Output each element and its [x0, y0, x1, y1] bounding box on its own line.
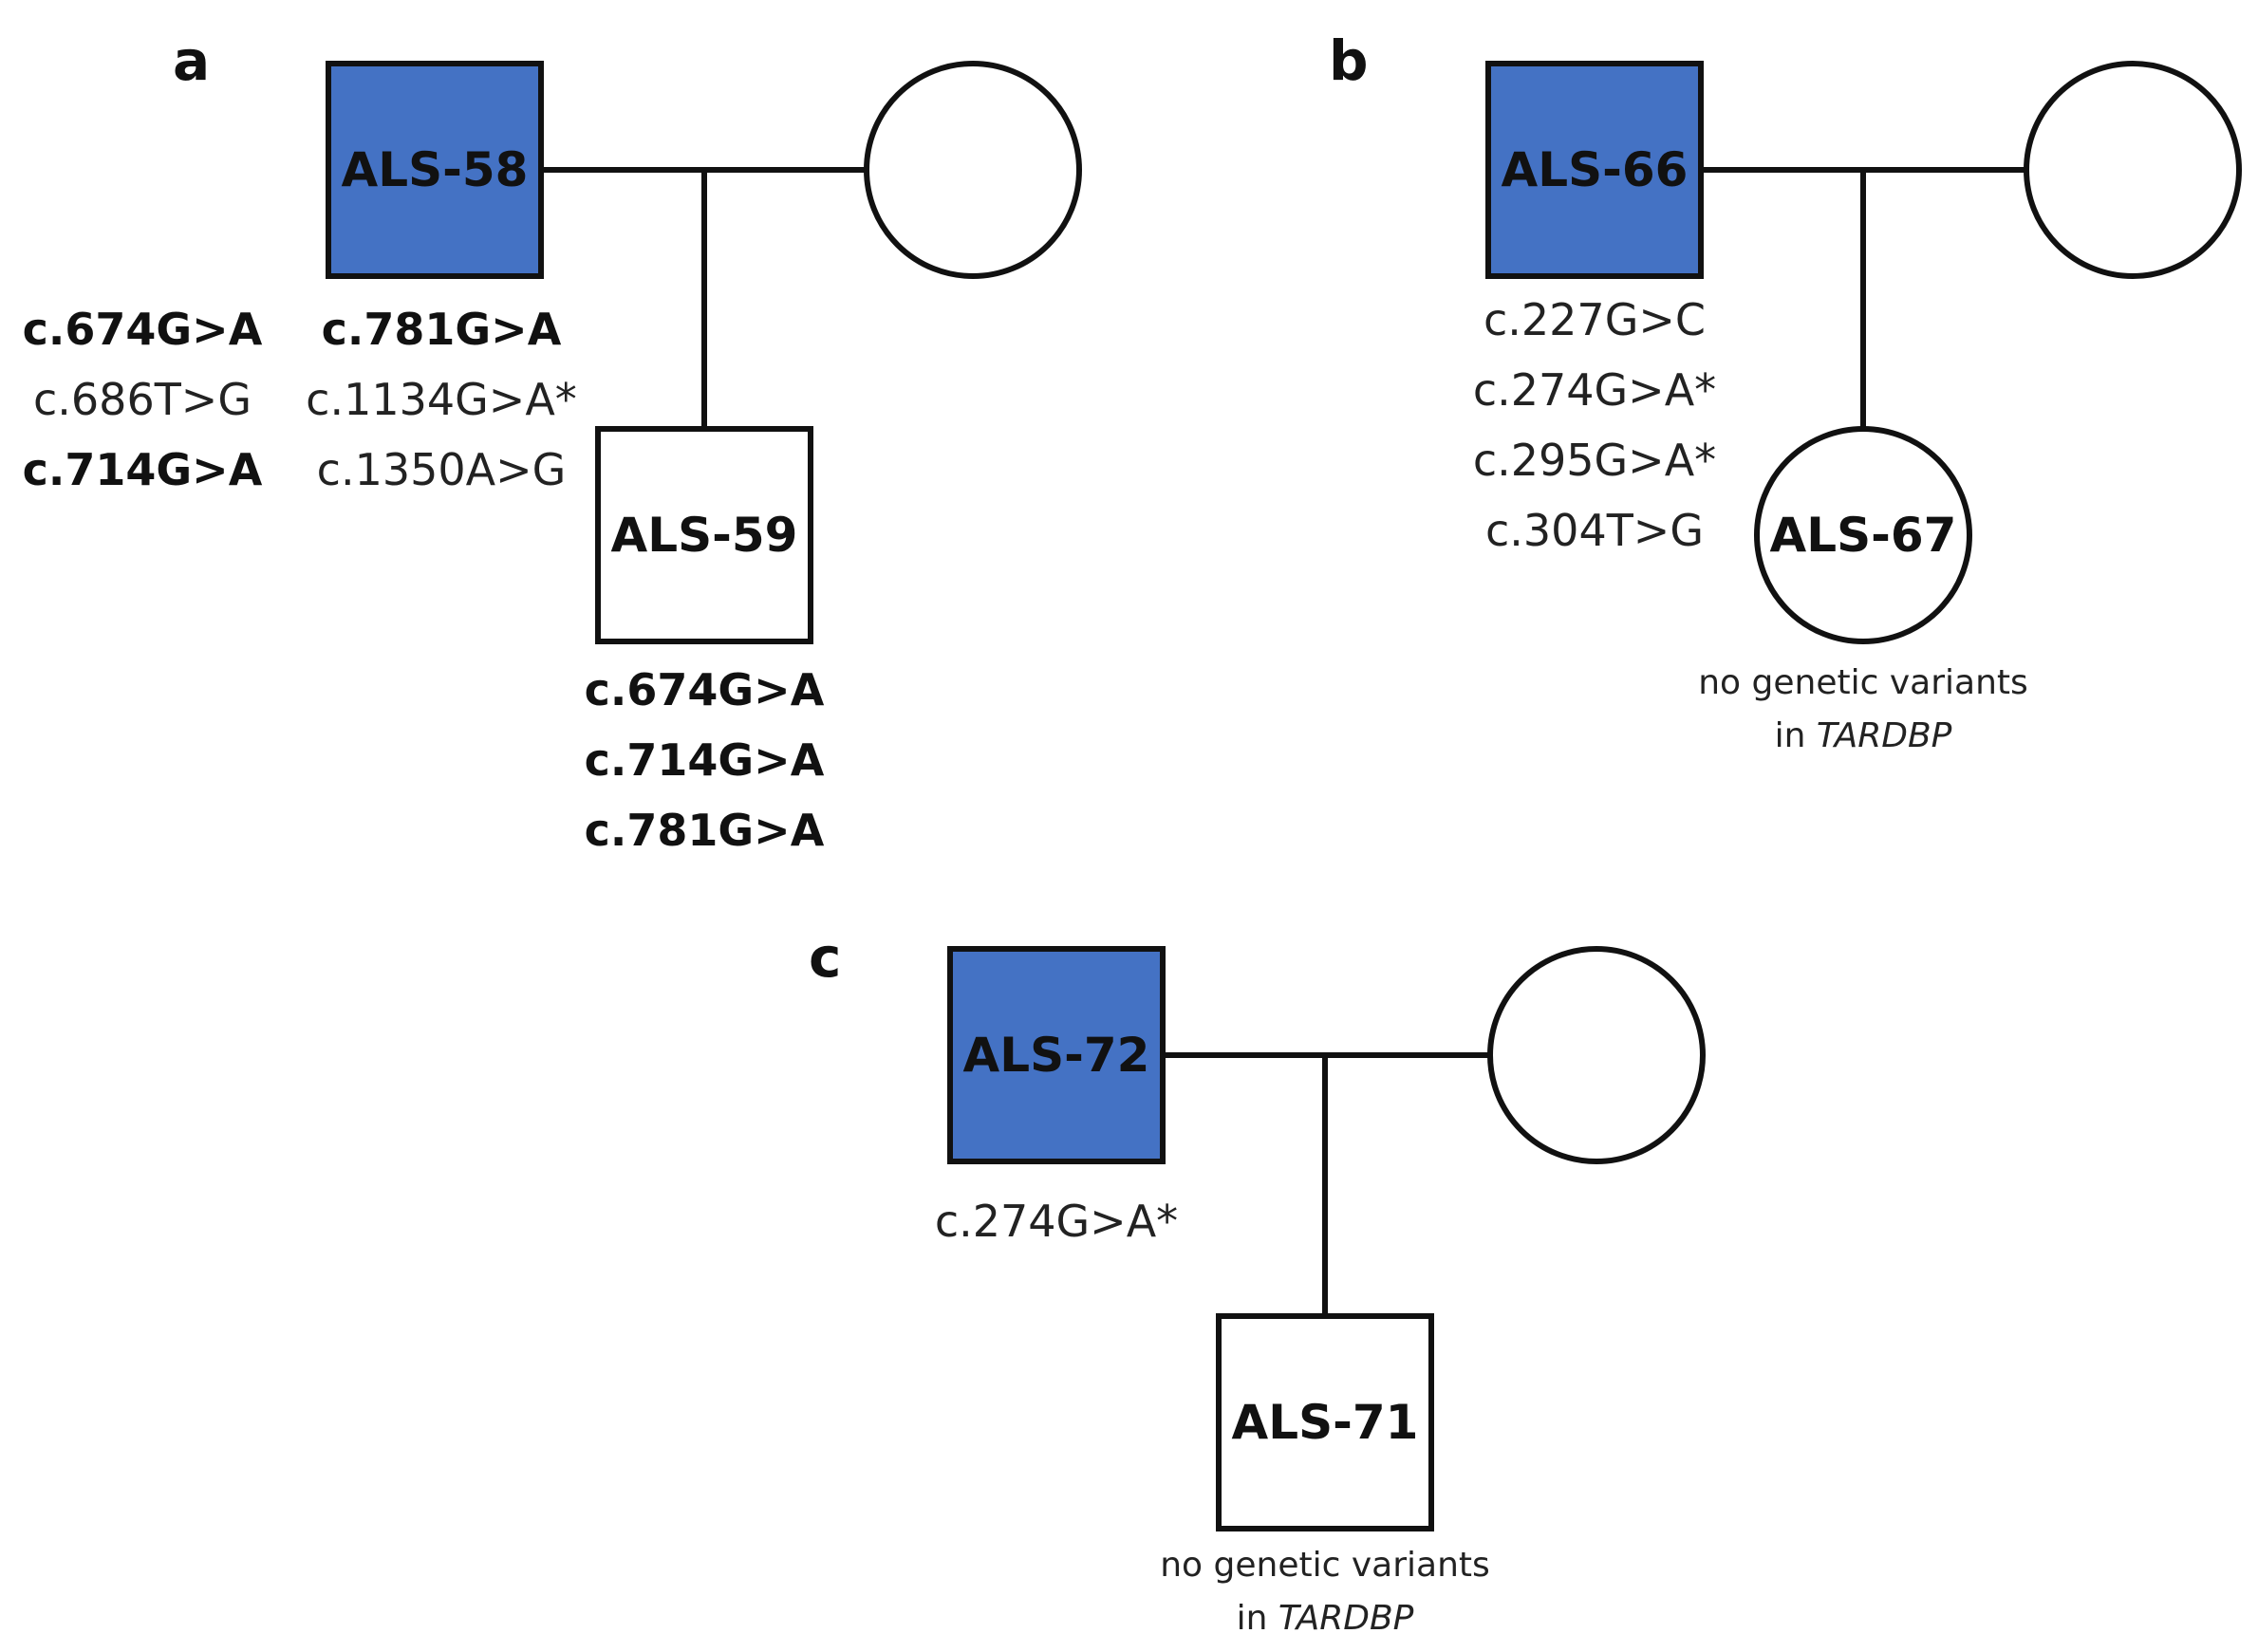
note-line-2: in TARDBP — [1135, 1592, 1515, 1645]
pedigree-c-child-id: ALS-71 — [1231, 1395, 1419, 1450]
pedigree-a-father-square: ALS-58 — [326, 61, 544, 279]
note-line-2: in TARDBP — [1673, 710, 2053, 763]
pedigree-b-child-note: no genetic variants in TARDBP — [1673, 657, 2053, 763]
variant-label: c.1134G>A* — [306, 374, 577, 425]
panel-label-a: a — [173, 28, 211, 93]
note-line-1: no genetic variants — [1698, 663, 2028, 702]
pedigree-c-mating-line — [1166, 1052, 1490, 1058]
variant-label: c.714G>A — [22, 444, 263, 495]
variant-label: c.781G>A — [321, 304, 562, 355]
note-prefix: in — [1236, 1599, 1278, 1638]
variant-label: c.674G>A — [22, 304, 263, 355]
note-prefix: in — [1774, 716, 1817, 755]
pedigree-c-child-square: ALS-71 — [1216, 1313, 1434, 1531]
panel-label-c: c — [809, 925, 842, 990]
variant-label: c.274G>A* — [1472, 364, 1717, 416]
pedigree-a-child-variants: c.674G>A c.714G>A c.781G>A — [581, 655, 828, 865]
pedigree-b-father-variants: c.227G>C c.274G>A* c.295G>A* c.304T>G — [1452, 285, 1737, 566]
pedigree-c-father-variants: c.274G>A* — [914, 1186, 1199, 1256]
note-line-1: no genetic variants — [1160, 1546, 1490, 1585]
variant-label: c.304T>G — [1485, 505, 1704, 556]
variant-label: c.674G>A — [584, 664, 825, 715]
pedigree-c-father-id: ALS-72 — [962, 1028, 1150, 1083]
pedigree-c-father-square: ALS-72 — [947, 946, 1166, 1164]
pedigree-b-mother-circle — [2024, 61, 2242, 279]
pedigree-b-child-id: ALS-67 — [1769, 508, 1957, 563]
gene-name: TARDBP — [1816, 716, 1952, 755]
pedigree-a-child-square: ALS-59 — [595, 426, 813, 644]
pedigree-a-father-variants-left: c.674G>A c.686T>G c.714G>A — [19, 294, 266, 505]
variant-label: c.1350A>G — [316, 444, 567, 495]
panel-label-b: b — [1329, 28, 1369, 93]
pedigree-a-mother-circle — [864, 61, 1082, 279]
pedigree-c-descent-line — [1322, 1052, 1328, 1316]
pedigree-b-father-square: ALS-66 — [1485, 61, 1704, 279]
variant-label: c.295G>A* — [1472, 435, 1717, 486]
pedigree-a-descent-line — [701, 167, 707, 429]
pedigree-c-mother-circle — [1487, 946, 1706, 1164]
variant-label: c.781G>A — [584, 805, 825, 856]
variant-label: c.714G>A — [584, 734, 825, 786]
pedigree-a-father-variants-right: c.781G>A c.1134G>A* c.1350A>G — [294, 294, 588, 505]
pedigree-b-child-circle: ALS-67 — [1754, 426, 1972, 644]
variant-label: c.227G>C — [1483, 294, 1707, 345]
pedigree-c-child-note: no genetic variants in TARDBP — [1135, 1539, 1515, 1645]
gene-name: TARDBP — [1278, 1599, 1414, 1638]
pedigree-a-child-id: ALS-59 — [610, 508, 798, 563]
variant-label: c.274G>A* — [934, 1196, 1179, 1247]
pedigree-b-descent-line — [1860, 167, 1866, 429]
pedigree-a-father-id: ALS-58 — [341, 142, 529, 197]
variant-label: c.686T>G — [33, 374, 252, 425]
pedigree-b-father-id: ALS-66 — [1501, 142, 1689, 197]
